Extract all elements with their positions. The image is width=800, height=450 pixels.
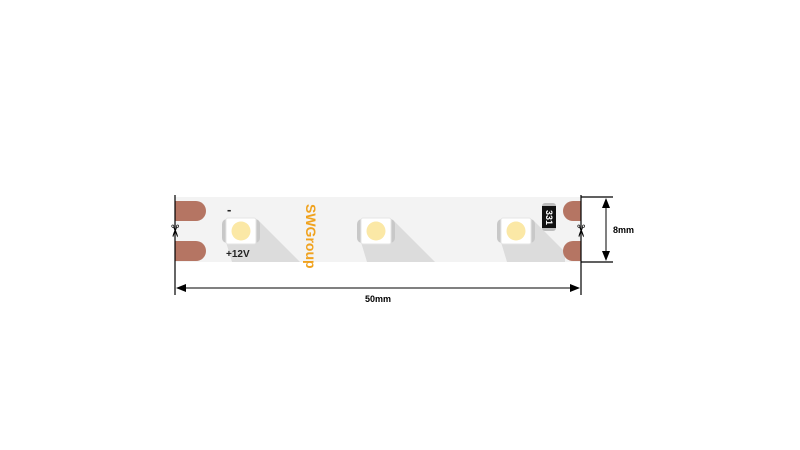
pad-right-bottom [563,241,581,261]
minus-label: - [227,202,231,217]
pad-left-bottom [175,241,206,261]
brand-logo: SWGroup [303,204,319,269]
voltage-label: +12V [226,249,250,260]
pad-left-top [175,201,206,221]
scissors-icon: ✂ [165,224,184,238]
led-chip [357,217,395,245]
scissors-icon: ✂ [571,224,590,238]
led-chip [222,217,260,245]
led-chip [497,217,535,245]
width-label: 8mm [613,225,634,235]
pad-right-top [563,201,581,221]
cut-lines [174,195,613,295]
resistor-code: 331 [544,210,554,225]
length-label: 50mm [365,294,391,304]
solder-pads [175,201,581,261]
resistor: 331 [542,203,556,231]
